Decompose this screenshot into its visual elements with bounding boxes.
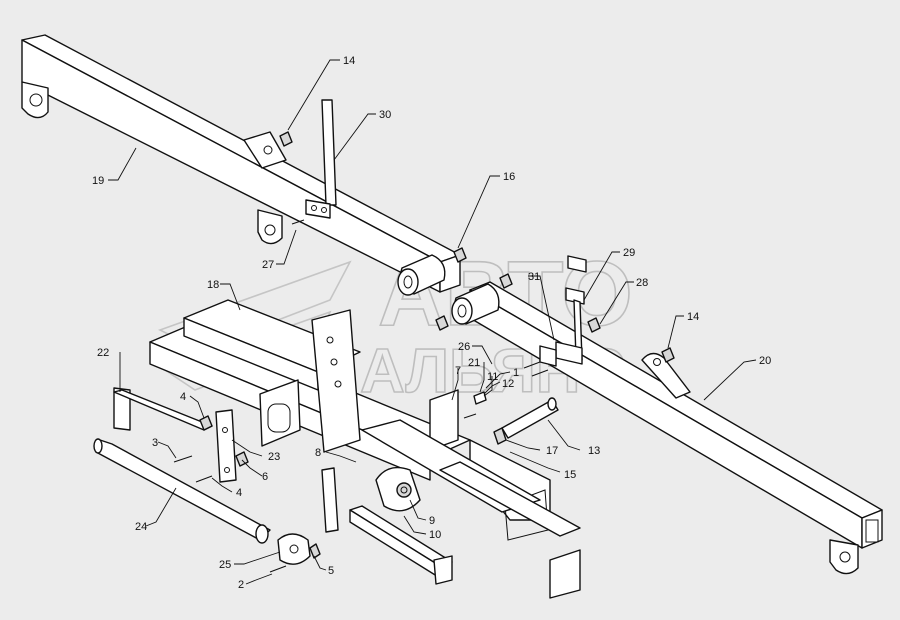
callout-4-lower: 4 bbox=[236, 487, 242, 499]
callout-26: 26 bbox=[458, 341, 470, 353]
callout-1: 1 bbox=[513, 367, 519, 379]
part-20-lower-beam bbox=[469, 281, 883, 575]
callout-20: 20 bbox=[759, 355, 771, 367]
part-19-upper-beam bbox=[21, 34, 461, 293]
callout-19: 19 bbox=[92, 175, 104, 187]
callout-8: 8 bbox=[315, 447, 321, 459]
callout-18: 18 bbox=[207, 279, 219, 291]
callout-12: 12 bbox=[502, 378, 514, 390]
callout-10: 10 bbox=[429, 529, 441, 541]
callout-31: 31 bbox=[528, 271, 540, 283]
callout-25: 25 bbox=[219, 559, 231, 571]
part-30-hanger bbox=[305, 99, 337, 219]
callout-17: 17 bbox=[546, 445, 558, 457]
part-24-shaft bbox=[93, 438, 271, 544]
callout-21: 21 bbox=[468, 357, 480, 369]
callout-2: 2 bbox=[238, 579, 244, 591]
part-16-bushings bbox=[397, 254, 500, 325]
callout-3: 3 bbox=[152, 437, 158, 449]
callout-14-right: 14 bbox=[687, 311, 699, 323]
callout-9: 9 bbox=[429, 515, 435, 527]
part-23-plate bbox=[215, 409, 237, 483]
part-18-main-frame bbox=[149, 299, 581, 599]
callout-22: 22 bbox=[97, 347, 109, 359]
leader-lines bbox=[108, 59, 757, 585]
part-25-clamp bbox=[277, 533, 311, 565]
callout-16: 16 bbox=[503, 171, 515, 183]
callout-13: 13 bbox=[588, 445, 600, 457]
callout-7: 7 bbox=[455, 365, 461, 377]
callout-labels: 14 30 19 16 27 29 31 28 18 14 26 21 11 2… bbox=[92, 55, 771, 591]
callout-30: 30 bbox=[379, 109, 391, 121]
fasteners bbox=[173, 131, 675, 573]
callout-5: 5 bbox=[328, 565, 334, 577]
callout-15: 15 bbox=[564, 469, 576, 481]
part-13-pin bbox=[501, 397, 559, 439]
callout-24: 24 bbox=[135, 521, 147, 533]
part-8-9-10-assembly bbox=[321, 466, 453, 585]
callout-6: 6 bbox=[262, 471, 268, 483]
part-22-strap bbox=[113, 387, 213, 431]
part-29-31-brackets bbox=[539, 255, 587, 367]
callout-27: 27 bbox=[262, 259, 274, 271]
callout-14-upper: 14 bbox=[343, 55, 355, 67]
callout-11: 11 bbox=[487, 371, 498, 383]
callout-29: 29 bbox=[623, 247, 635, 259]
callout-4-upper: 4 bbox=[180, 391, 186, 403]
callout-28: 28 bbox=[636, 277, 648, 289]
callout-23: 23 bbox=[268, 451, 280, 463]
